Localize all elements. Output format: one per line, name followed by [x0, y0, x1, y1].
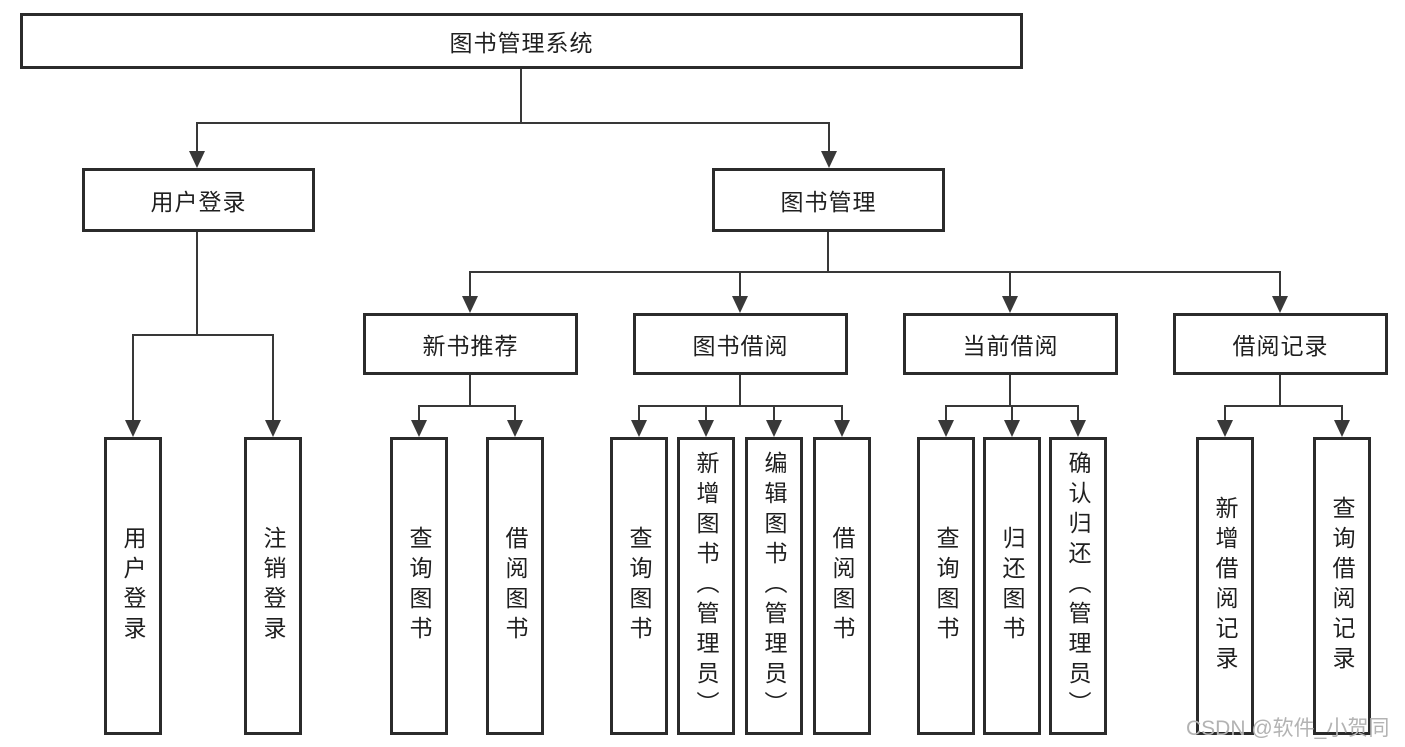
node-current-borrowing: 当前借阅 [903, 313, 1118, 375]
connector-line [520, 69, 522, 122]
arrowhead-down-icon [462, 296, 478, 313]
node-user-login: 用户登录 [104, 437, 162, 735]
connector-line [418, 405, 516, 407]
connector-line [514, 405, 516, 422]
arrowhead-down-icon [1004, 420, 1020, 437]
connector-line [196, 122, 198, 152]
connector-line [841, 405, 843, 422]
node-borrow-book: 借阅图书 [813, 437, 871, 735]
arrowhead-down-icon [507, 420, 523, 437]
connector-line [828, 122, 830, 152]
connector-line [1009, 375, 1011, 405]
arrowhead-down-icon [1070, 420, 1086, 437]
node-book-borrowing: 图书借阅 [633, 313, 848, 375]
connector-line [638, 405, 843, 407]
connector-line [773, 405, 775, 422]
node-confirm-return-admin: 确认归还（管理员） [1049, 437, 1107, 735]
arrowhead-down-icon [265, 420, 281, 437]
connector-line [132, 334, 134, 422]
connector-line [196, 122, 830, 124]
node-edit-book-admin: 编辑图书（管理员） [745, 437, 803, 735]
node-query-books-recommend: 查询图书 [390, 437, 448, 735]
connector-line [1011, 405, 1013, 422]
arrowhead-down-icon [698, 420, 714, 437]
connector-line [1224, 405, 1226, 422]
connector-line [1279, 375, 1281, 405]
connector-line [469, 271, 1281, 273]
node-add-borrow-record: 新增借阅记录 [1196, 437, 1254, 735]
node-library-management-system: 图书管理系统 [20, 13, 1023, 69]
connector-line [469, 271, 471, 296]
connector-line [1279, 271, 1281, 296]
connector-line [827, 232, 829, 271]
node-borrow-records: 借阅记录 [1173, 313, 1388, 375]
arrowhead-down-icon [125, 420, 141, 437]
arrowhead-down-icon [1272, 296, 1288, 313]
node-query-borrow-record: 查询借阅记录 [1313, 437, 1371, 735]
connector-line [945, 405, 947, 422]
node-borrow-book-recommend: 借阅图书 [486, 437, 544, 735]
arrowhead-down-icon [766, 420, 782, 437]
node-query-books-current: 查询图书 [917, 437, 975, 735]
connector-line [469, 375, 471, 405]
arrowhead-down-icon [821, 151, 837, 168]
connector-line [1077, 405, 1079, 422]
connector-line [196, 232, 198, 334]
connector-line [638, 405, 640, 422]
connector-line [132, 334, 274, 336]
connector-line [1009, 271, 1011, 296]
arrowhead-down-icon [834, 420, 850, 437]
arrowhead-down-icon [1002, 296, 1018, 313]
node-new-book-recommend: 新书推荐 [363, 313, 578, 375]
node-return-book: 归还图书 [983, 437, 1041, 735]
node-user-login-branch: 用户登录 [82, 168, 315, 232]
connector-line [1341, 405, 1343, 422]
node-book-management: 图书管理 [712, 168, 945, 232]
watermark: CSDN @软件_小贺同学 [1186, 717, 1390, 740]
connector-line [418, 405, 420, 422]
arrowhead-down-icon [411, 420, 427, 437]
connector-line [739, 375, 741, 405]
arrowhead-down-icon [631, 420, 647, 437]
node-add-book-admin: 新增图书（管理员） [677, 437, 735, 735]
arrowhead-down-icon [1217, 420, 1233, 437]
arrowhead-down-icon [938, 420, 954, 437]
node-query-books-borrowing: 查询图书 [610, 437, 668, 735]
arrowhead-down-icon [732, 296, 748, 313]
arrowhead-down-icon [1334, 420, 1350, 437]
connector-line [1224, 405, 1343, 407]
connector-line [705, 405, 707, 422]
node-logout: 注销登录 [244, 437, 302, 735]
connector-line [739, 271, 741, 296]
connector-line [272, 334, 274, 422]
arrowhead-down-icon [189, 151, 205, 168]
